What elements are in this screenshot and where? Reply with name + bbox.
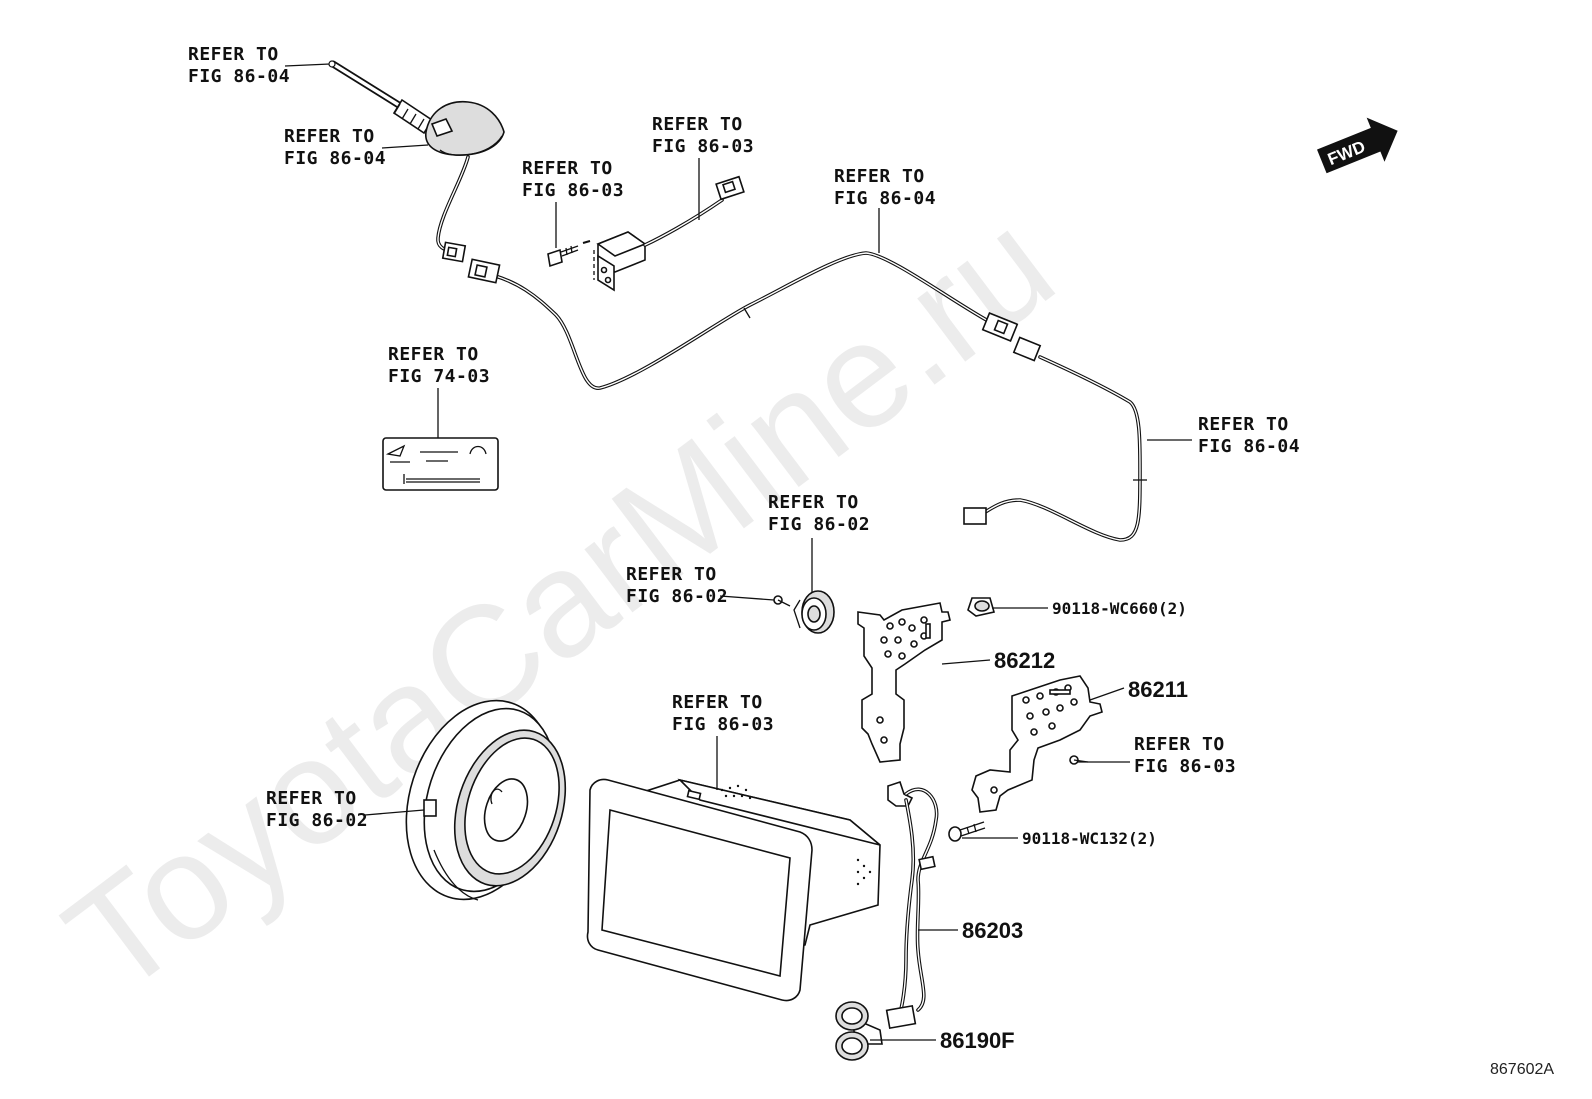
svg-text:REFER TO: REFER TO <box>1134 734 1225 755</box>
right-antenna-cable <box>963 336 1147 542</box>
svg-text:FIG 86-02: FIG 86-02 <box>768 514 870 535</box>
bracket-screw <box>1069 755 1089 765</box>
svg-text:REFER TO: REFER TO <box>284 126 375 147</box>
label-antenna-rod: REFER TO FIG 86-04 <box>188 44 290 87</box>
figure-code: 867602A <box>1490 1061 1554 1078</box>
part-number-screw-bottom: 90118-WC132(2) <box>1022 829 1157 848</box>
svg-text:REFER TO: REFER TO <box>266 788 357 809</box>
head-unit-vents <box>720 784 872 886</box>
svg-text:FIG 86-03: FIG 86-03 <box>652 136 754 157</box>
svg-text:FIG 86-02: FIG 86-02 <box>266 810 368 831</box>
screw-top <box>547 240 591 268</box>
part-number-usb-cable: 86203 <box>962 918 1023 943</box>
top-plug-connector <box>715 175 745 201</box>
antenna-cable <box>436 155 470 263</box>
main-cable-connector-right <box>981 311 1019 343</box>
svg-text:FIG 86-02: FIG 86-02 <box>626 586 728 607</box>
svg-text:FIG 74-03: FIG 74-03 <box>388 366 490 387</box>
screw-bottom <box>948 821 986 842</box>
antenna-base <box>425 101 505 156</box>
svg-text:FIG 86-04: FIG 86-04 <box>1198 436 1300 457</box>
bracket-86211 <box>971 675 1103 813</box>
part-number-bracket-right: 86211 <box>1128 677 1188 702</box>
svg-text:FIG 86-04: FIG 86-04 <box>188 66 290 87</box>
label-connector-top: REFER TO FIG 86-03 <box>652 114 754 157</box>
main-cable-connector-left <box>467 258 501 284</box>
label-antenna-base: REFER TO FIG 86-04 <box>284 126 386 169</box>
connector-with-bracket <box>593 175 745 292</box>
part-number-usb-socket: 86190F <box>940 1028 1015 1053</box>
bracket-86212 <box>857 602 951 763</box>
part-number-bracket-left: 86212 <box>994 648 1055 673</box>
label-label-card: REFER TO FIG 74-03 <box>388 344 490 387</box>
right-cable-connector-bottom <box>963 507 987 525</box>
label-speaker: REFER TO FIG 86-02 <box>266 788 368 831</box>
svg-text:REFER TO: REFER TO <box>388 344 479 365</box>
main-antenna-cable <box>467 251 1019 390</box>
svg-text:REFER TO: REFER TO <box>626 564 717 585</box>
label-tweeter-screw: REFER TO FIG 86-02 <box>626 564 728 607</box>
svg-text:REFER TO: REFER TO <box>768 492 859 513</box>
label-cable-right: REFER TO FIG 86-04 <box>1198 414 1300 457</box>
usb-cable-86203 <box>885 780 939 1030</box>
label-head-unit: REFER TO FIG 86-03 <box>672 692 774 735</box>
fwd-arrow-badge: FWD <box>1317 117 1398 174</box>
navigation-head-unit <box>586 778 881 1002</box>
label-bracket-screw: REFER TO FIG 86-03 <box>1134 734 1236 777</box>
tweeter-screw <box>773 595 791 607</box>
svg-text:REFER TO: REFER TO <box>652 114 743 135</box>
svg-text:REFER TO: REFER TO <box>522 158 613 179</box>
antenna-rod <box>329 60 434 135</box>
caution-label-card <box>382 437 499 491</box>
watermark: ToyotaCarMine.ru <box>36 179 1083 1026</box>
usb-socket-86190f <box>835 1001 883 1061</box>
part-number-bolt-top: 90118-WC660(2) <box>1052 599 1187 618</box>
svg-text:REFER TO: REFER TO <box>834 166 925 187</box>
svg-text:FIG 86-04: FIG 86-04 <box>284 148 386 169</box>
usb-cable-connector <box>885 1004 917 1030</box>
head-unit-bezel <box>586 778 813 1002</box>
label-tweeter: REFER TO FIG 86-02 <box>768 492 870 535</box>
tweeter-speaker <box>793 590 835 634</box>
svg-text:FIG 86-04: FIG 86-04 <box>834 188 936 209</box>
label-screw-top: REFER TO FIG 86-03 <box>522 158 624 201</box>
label-cable-main: REFER TO FIG 86-04 <box>834 166 936 209</box>
svg-text:REFER TO: REFER TO <box>672 692 763 713</box>
svg-text:FIG 86-03: FIG 86-03 <box>1134 756 1236 777</box>
svg-text:FIG 86-03: FIG 86-03 <box>522 180 624 201</box>
bolt-top <box>967 597 996 617</box>
door-speaker <box>405 699 567 901</box>
speaker-terminal <box>423 799 437 817</box>
leader-lines <box>284 60 1192 1041</box>
svg-text:REFER TO: REFER TO <box>188 44 279 65</box>
svg-text:REFER TO: REFER TO <box>1198 414 1289 435</box>
right-cable-connector-top <box>1012 336 1042 362</box>
svg-text:FIG 86-03: FIG 86-03 <box>672 714 774 735</box>
